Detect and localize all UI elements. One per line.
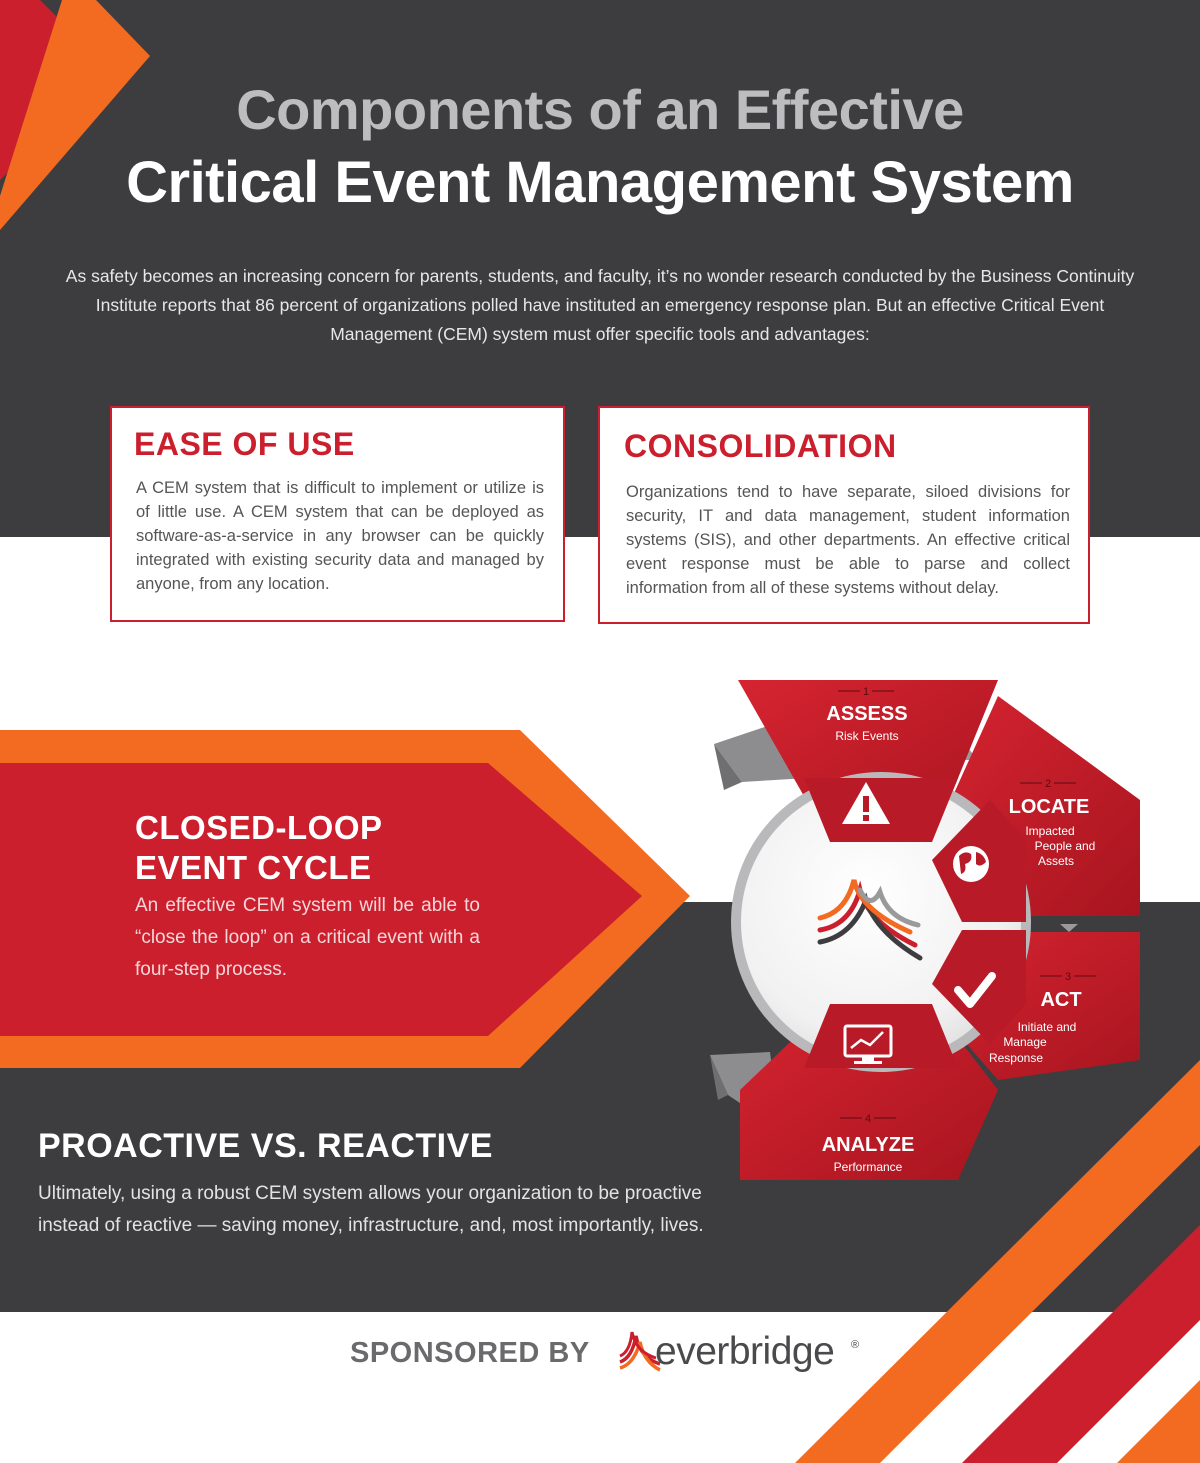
everbridge-logo-icon [619,1331,661,1372]
act-sub-2: Manage [1003,1035,1047,1049]
assess-title: ASSESS [826,703,907,725]
title-line-2: Critical Event Management System [126,150,1074,215]
closed-loop-text: An effective CEM system will be able to … [135,895,480,980]
consolidation-card: CONSOLIDATION Organizations tend to have… [598,406,1090,624]
proactive-title: PROACTIVE VS. REACTIVE [38,1127,493,1165]
bottom-right-red-stripe [962,1225,1200,1463]
act-sub-3: Response [989,1051,1043,1065]
analyze-icon-pad [804,1004,958,1068]
consolidation-text: Organizations tend to have separate, sil… [626,483,1070,597]
bottom-right-orange-stripe [795,1060,1200,1463]
event-cycle-diagram: 1 ASSESS Risk Events 2 LOCATE Impacted P… [710,680,1140,1180]
bottom-right-orange-stripe-small [1117,1380,1200,1463]
assess-label: 1 ASSESS Risk Events [826,686,907,743]
red-chevron [0,763,642,1036]
ease-of-use-text: A CEM system that is difficult to implem… [136,479,544,593]
act-title: ACT [1040,989,1081,1011]
proactive-text: Ultimately, using a robust CEM system al… [38,1183,704,1236]
ease-of-use-title: EASE OF USE [134,426,355,462]
closed-loop-title: CLOSED-LOOP EVENT CYCLE [135,808,383,888]
locate-label: 2 LOCATE Impacted People and Assets [1009,778,1096,868]
gray-arrow-bottom-shade [710,1055,728,1100]
locate-sub-3: Assets [1038,854,1074,868]
registered-mark: ® [851,1339,860,1351]
act-number: 3 [1065,971,1071,983]
monitor-chart-icon [843,1024,893,1064]
locate-sub-1: Impacted [1025,824,1074,838]
gray-arrow-top-shade [714,744,742,790]
analyze-label: 4 ANALYZE Performance [822,1113,915,1174]
hub-logo-icon [817,879,923,961]
locate-sub-2: People and [1035,839,1096,853]
ease-of-use-card: EASE OF USE A CEM system that is difficu… [110,406,565,622]
top-left-orange-stripe [0,0,150,230]
consolidation-title: CONSOLIDATION [624,428,897,464]
act-label: 3 ACT Initiate and Manage Response [989,971,1096,1065]
warning-icon [842,782,890,824]
analyze-number: 4 [865,1113,871,1125]
checkmark-icon [954,972,996,1008]
title-line-1: Components of an Effective [236,78,964,141]
assess-number: 1 [863,686,869,698]
small-arrow-2 [1060,924,1078,932]
locate-title: LOCATE [1009,796,1090,818]
assess-sub: Risk Events [835,729,898,743]
locate-number: 2 [1045,778,1051,790]
act-sub-1: Initiate and [1018,1020,1077,1034]
closed-loop-title-line-1: CLOSED-LOOP [135,809,383,846]
closed-loop-title-line-2: EVENT CYCLE [135,849,372,886]
analyze-title: ANALYZE [822,1134,915,1156]
analyze-sub: Performance [834,1160,903,1174]
intro-paragraph: As safety becomes an increasing concern … [65,266,1135,344]
globe-icon [953,846,989,882]
sponsored-by-label: SPONSORED BY [350,1337,590,1369]
everbridge-wordmark: everbridge [655,1330,835,1373]
